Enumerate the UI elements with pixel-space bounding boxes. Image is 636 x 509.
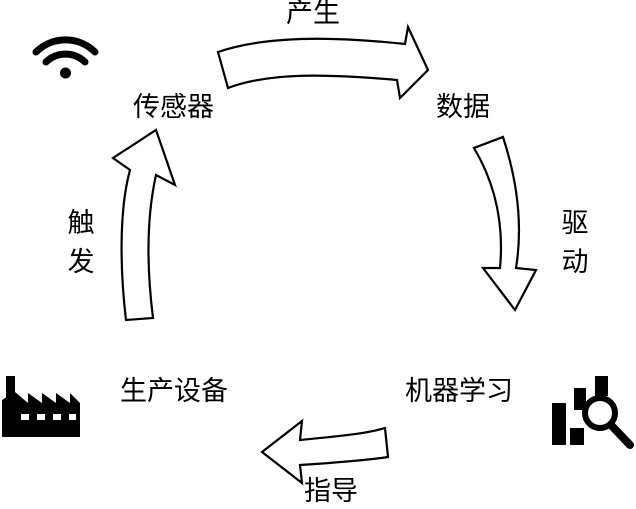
node-machine-learning: 机器学习 (405, 376, 513, 407)
chart-magnifier-icon (552, 376, 634, 449)
edge-label-drive: 驱 动 (561, 208, 589, 279)
edge-label-guide: 指导 (304, 476, 358, 507)
edge-label-trigger: 触 发 (67, 208, 95, 279)
arrow-drive (472, 135, 538, 313)
factory-icon (2, 376, 80, 437)
edge-label-produce: 产生 (286, 0, 340, 29)
wifi-icon (32, 36, 99, 79)
node-sensor: 传感器 (133, 92, 214, 123)
arrow-trigger (111, 128, 177, 322)
arrow-guide (260, 418, 390, 486)
node-data: 数据 (436, 92, 490, 123)
node-production-equipment: 生产设备 (120, 376, 228, 407)
arrow-produce (216, 23, 430, 101)
